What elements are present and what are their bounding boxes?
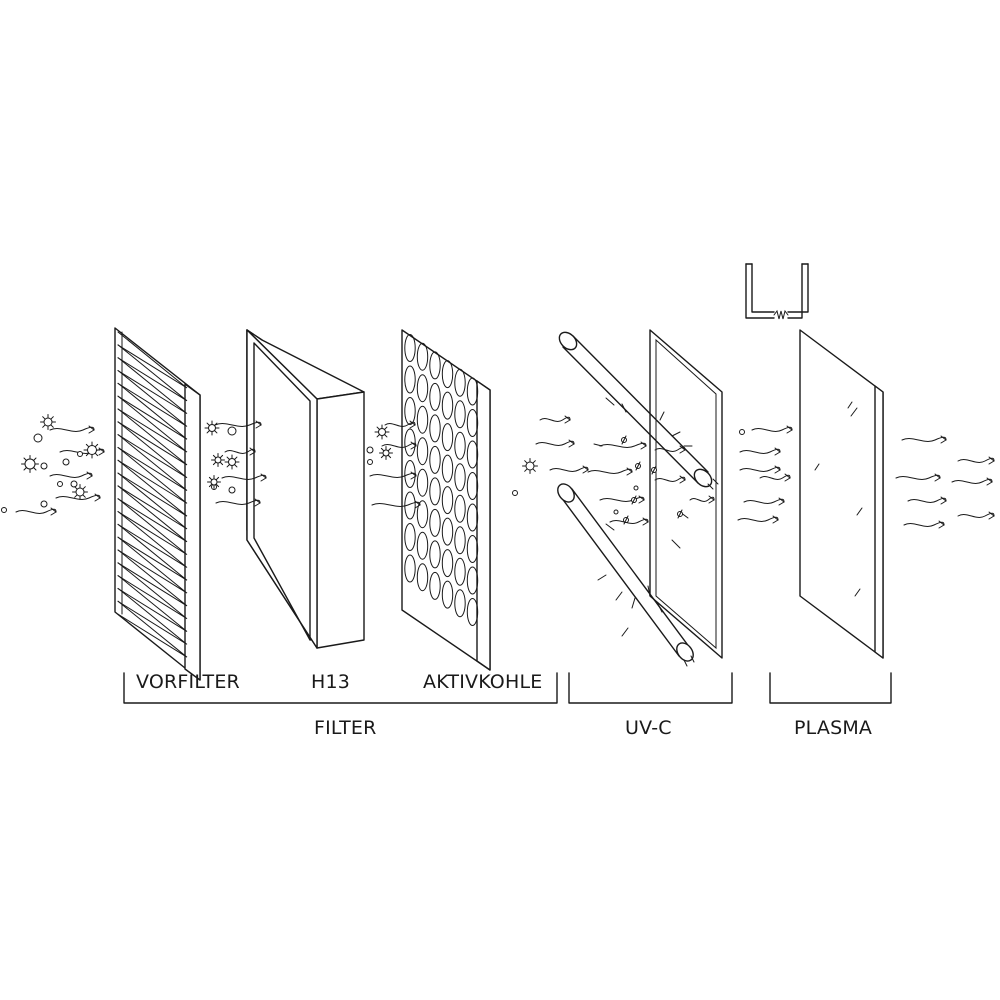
- germ-icon: [374, 424, 390, 440]
- airflow-arrow-icon: [599, 495, 645, 504]
- prefilter-pleats: [117, 331, 188, 658]
- airflow-arrow-icon: [371, 500, 421, 509]
- particle-icon: [228, 486, 236, 494]
- airflow-arrow-icon: [654, 475, 686, 484]
- uv-lamp-icon: [557, 483, 695, 667]
- particle-icon: [631, 495, 637, 505]
- airflow-arrow-icon: [739, 447, 781, 456]
- airflow-arrow-icon: [907, 496, 947, 505]
- germ-icon: [83, 441, 101, 459]
- particle-icon: [57, 481, 63, 487]
- particle-icon: [227, 426, 237, 436]
- particle-icon: [40, 500, 48, 508]
- label-aktivkohle: AKTIVKOHLE: [423, 671, 543, 693]
- airflow-arrow-icon: [49, 425, 95, 434]
- label-uvc: UV-C: [625, 717, 672, 739]
- airflow-arrow-icon: [957, 456, 995, 465]
- particle-icon: [62, 458, 70, 466]
- electrode-icon: [745, 263, 809, 320]
- bracket-uvc: [568, 672, 733, 704]
- airflow-arrow-icon: [759, 473, 791, 482]
- airflow-arrow-icon: [609, 517, 649, 526]
- airflow-arrow-icon: [539, 415, 571, 424]
- airflow-arrow-icon: [55, 493, 101, 502]
- airflow-arrow-icon: [224, 447, 256, 456]
- particle-icon: [33, 433, 43, 443]
- carbon-cells: [404, 334, 479, 626]
- particle-icon: [40, 462, 48, 470]
- airflow-arrow-icon: [739, 465, 781, 474]
- germ-icon: [207, 475, 221, 489]
- airflow-arrow-icon: [737, 515, 779, 524]
- airflow-arrow-icon: [689, 495, 715, 504]
- label-h13: H13: [311, 671, 351, 693]
- germ-icon: [379, 446, 393, 460]
- airflow-arrow-icon: [957, 511, 995, 520]
- particle-icon: [613, 509, 619, 515]
- airflow-arrow-icon: [15, 507, 57, 516]
- germ-icon: [204, 420, 220, 436]
- airflow-arrow-icon: [743, 497, 785, 506]
- h13-panel: [246, 329, 365, 649]
- airflow-arrow-icon: [221, 473, 267, 482]
- airflow-arrow-icon: [384, 420, 416, 429]
- airflow-arrow-icon: [751, 425, 793, 434]
- germ-icon: [21, 455, 39, 473]
- uvc-unit: [557, 329, 723, 667]
- airflow-arrow-icon: [599, 441, 647, 450]
- airflow-arrow-icon: [49, 471, 93, 480]
- airflow-arrow-icon: [549, 465, 589, 474]
- particle-icon: [77, 451, 83, 457]
- particle-icon: [633, 485, 639, 491]
- plasma-unit: [745, 263, 884, 659]
- airflow-arrow-icon: [215, 498, 261, 507]
- particle-icon: [512, 490, 518, 496]
- label-plasma: PLASMA: [794, 717, 873, 739]
- airflow-arrow-icon: [369, 471, 417, 480]
- particle-icon: [651, 465, 657, 475]
- bracket-plasma: [769, 672, 892, 704]
- germ-icon: [72, 484, 88, 500]
- airflow-arrow-icon: [535, 439, 575, 448]
- bracket-filter: [123, 672, 558, 704]
- airflow-arrow-icon: [901, 435, 947, 444]
- particle-icon: [635, 461, 641, 471]
- particle-icon: [623, 515, 629, 525]
- particle-icon: [1, 507, 7, 513]
- airflow-arrow-icon: [587, 467, 633, 476]
- germ-icon: [211, 453, 225, 467]
- uv-lamp-icon: [558, 331, 719, 490]
- airflow-arrow-icon: [214, 420, 262, 429]
- airflow-layer: [1, 414, 995, 529]
- particle-icon: [621, 435, 627, 445]
- germ-icon: [40, 414, 56, 430]
- label-filter: FILTER: [314, 717, 377, 739]
- particle-icon: [367, 459, 373, 465]
- label-vorfilter: VORFILTER: [136, 671, 240, 693]
- germ-icon: [224, 454, 240, 470]
- airflow-arrow-icon: [951, 477, 993, 486]
- carbon-panel: [401, 329, 491, 671]
- germ-icon: [522, 458, 538, 474]
- particle-icon: [677, 509, 683, 519]
- airflow-arrow-icon: [654, 445, 686, 454]
- particle-icon: [739, 429, 745, 435]
- airflow-arrow-icon: [895, 473, 941, 482]
- prefilter-panel: [114, 327, 201, 681]
- airflow-arrow-icon: [903, 520, 945, 529]
- particle-icon: [70, 480, 78, 488]
- particle-icon: [366, 446, 374, 454]
- airflow-arrow-icon: [381, 441, 417, 450]
